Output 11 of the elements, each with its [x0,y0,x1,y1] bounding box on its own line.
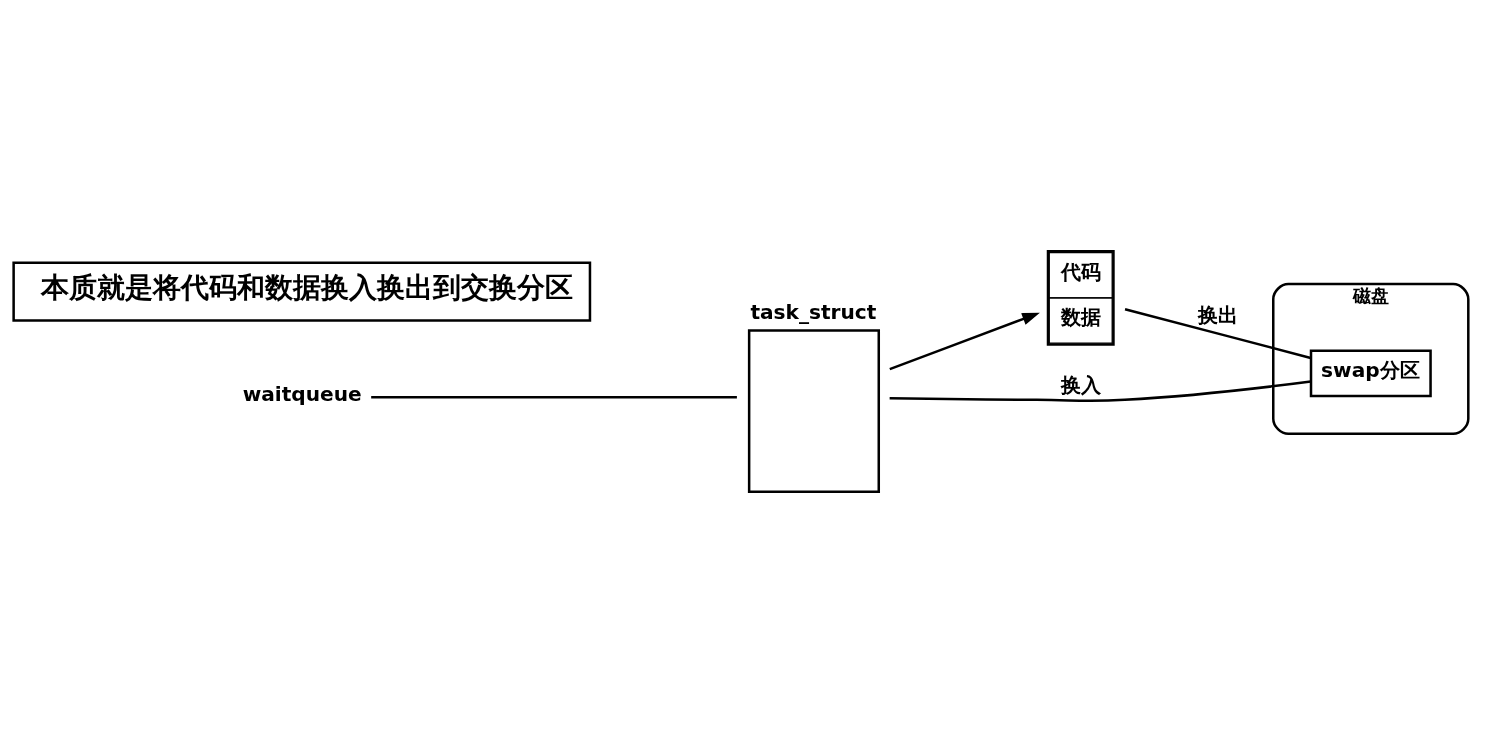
node-text: waitqueue [242,381,362,406]
connector [371,395,737,399]
edge-label: 换出 [1197,302,1238,327]
node-box: swap分区 [1309,349,1432,397]
connector [1124,307,1312,359]
node-box: 本质就是将代码和数据换入换出到交换分区 [12,260,592,322]
node-label: task_struct [750,299,877,324]
arrow [889,312,1040,370]
node-box [747,328,880,493]
edge-label: 换入 [1060,372,1101,397]
connector [889,379,1311,402]
